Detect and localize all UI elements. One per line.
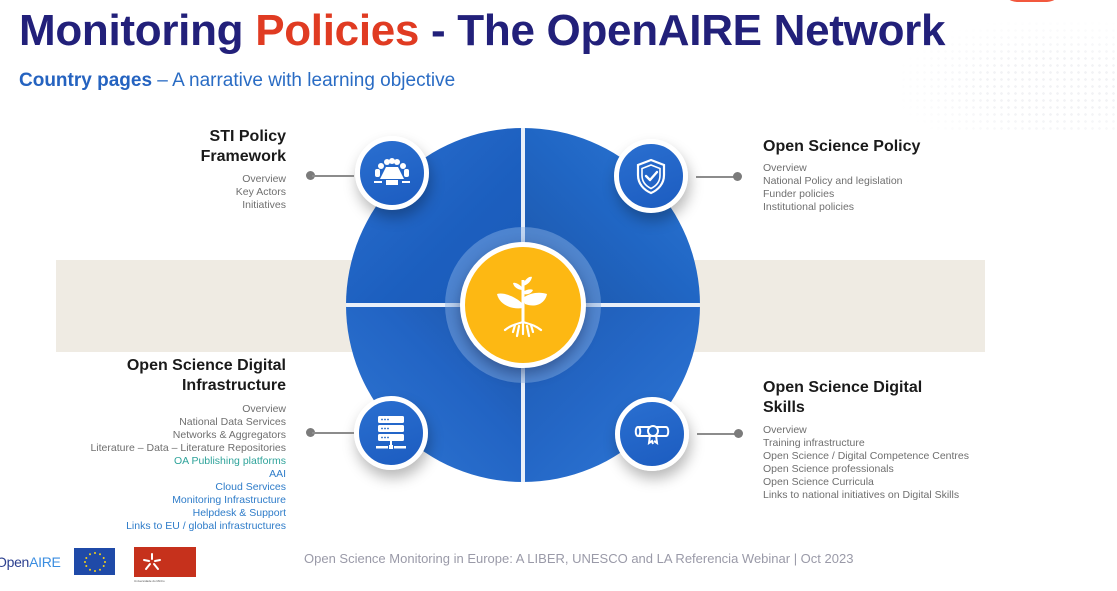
background-world-map-dots (900, 20, 1117, 130)
connector-line-infrastructure (312, 432, 354, 434)
openaire-logo-open: Open (0, 554, 30, 570)
center-hub (460, 242, 586, 368)
top-accent-shape (1003, 0, 1061, 2)
slide-subtitle: Country pages – A narrative with learnin… (19, 70, 455, 92)
title-part1: Monitoring (19, 6, 256, 55)
list-item: National Data Services (179, 416, 286, 428)
list-item: AAI (269, 468, 286, 480)
heading-line: STI Policy (209, 128, 286, 145)
list-item: Networks & Aggregators (172, 429, 286, 441)
sti-policy-heading: STI Policy Framework (150, 127, 286, 167)
list-item: Helpdesk & Support (192, 507, 286, 519)
title-part2: - The OpenAIRE Network (419, 6, 946, 55)
list-item: Cloud Services (215, 481, 286, 493)
skills-items: Overview Training infrastructure Open Sc… (763, 424, 1043, 502)
heading-line: Open Science Digital (763, 379, 923, 396)
server-network-icon (376, 416, 406, 449)
infrastructure-text-block: Open Science Digital Infrastructure Over… (60, 356, 286, 533)
list-item: Open Science professionals (763, 463, 894, 475)
title-accent: Policies (255, 6, 420, 55)
list-item: Links to national initiatives on Digital… (763, 489, 960, 501)
open-science-policy-badge (614, 139, 688, 213)
shield-check-icon (636, 158, 666, 195)
subtitle-rest: – A narrative with learning objective (152, 70, 456, 91)
list-item: Links to EU / global infrastructures (126, 520, 286, 532)
infrastructure-items: Overview National Data Services Networks… (60, 403, 286, 533)
list-item: Open Science Curricula (763, 476, 874, 488)
connector-dot-sti (306, 171, 315, 180)
list-item: Institutional policies (763, 201, 855, 213)
connector-line-sti (312, 175, 354, 177)
uminho-caption: Universidade do Minho (134, 579, 165, 583)
openaire-logo-aire: AIRE (29, 554, 61, 570)
heading-line: Framework (200, 148, 286, 165)
os-policy-items: Overview National Policy and legislation… (763, 162, 1023, 214)
list-item: Open Science / Digital Competence Centre… (763, 450, 970, 462)
heading-line: Open Science Digital (126, 357, 286, 374)
footer-text: Open Science Monitoring in Europe: A LIB… (304, 551, 854, 566)
connector-line-skills (697, 433, 737, 435)
subtitle-bold: Country pages (19, 70, 153, 91)
list-item: Key Actors (235, 186, 286, 198)
eu-stars-icon (83, 551, 106, 572)
digital-skills-badge (615, 397, 689, 471)
skills-heading: Open Science Digital Skills (763, 378, 1043, 418)
os-policy-text-block: Open Science Policy Overview National Po… (763, 137, 1023, 214)
universidade-do-minho-logo (134, 547, 196, 577)
connector-dot-skills (734, 429, 743, 438)
list-item: Overview (763, 424, 807, 436)
list-item: Initiatives (242, 199, 286, 211)
uminho-asterisk-icon (143, 553, 161, 570)
heading-line: Skills (763, 399, 805, 416)
connector-dot-os-policy (733, 172, 742, 181)
list-item: Training infrastructure (763, 437, 865, 449)
conference-table-icon (374, 158, 410, 185)
list-item: Funder policies (763, 188, 835, 200)
list-item: Overview (242, 173, 286, 185)
diploma-certificate-icon (634, 425, 670, 446)
infrastructure-heading: Open Science Digital Infrastructure (60, 356, 286, 396)
slide-title: Monitoring Policies - The OpenAIRE Netwo… (19, 6, 945, 56)
eu-flag-logo (74, 548, 115, 575)
plant-sprout-icon (497, 276, 547, 338)
list-item: Overview (242, 403, 286, 415)
list-item: National Policy and legislation (763, 175, 903, 187)
connector-dot-infrastructure (306, 428, 315, 437)
openaire-logo: OpenAIRE (0, 554, 61, 570)
connector-line-os-policy (696, 176, 736, 178)
list-item: Overview (763, 162, 807, 174)
sti-policy-items: Overview Key Actors Initiatives (150, 173, 286, 212)
list-item: Literature – Data – Literature Repositor… (90, 442, 286, 454)
skills-text-block: Open Science Digital Skills Overview Tra… (763, 378, 1043, 502)
list-item: OA Publishing platforms (173, 455, 286, 467)
os-policy-heading: Open Science Policy (763, 138, 921, 155)
list-item: Monitoring Infrastructure (172, 494, 286, 506)
heading-line: Infrastructure (181, 377, 286, 394)
sti-policy-badge (355, 136, 429, 210)
digital-infrastructure-badge (354, 396, 428, 470)
sti-policy-text-block: STI Policy Framework Overview Key Actors… (150, 127, 286, 212)
